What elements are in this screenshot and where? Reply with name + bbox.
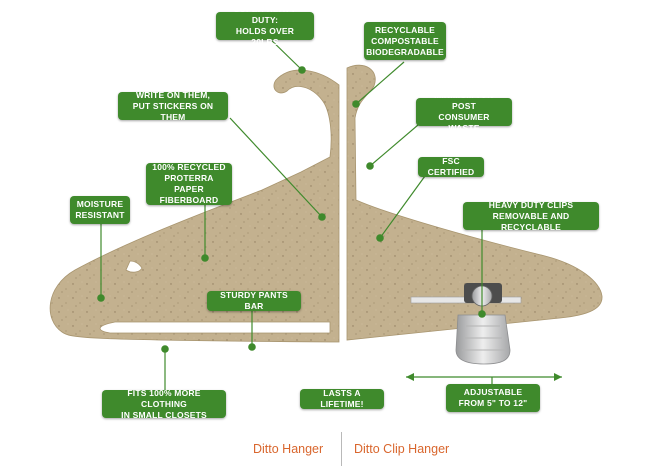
caption-ditto-hanger: Ditto Hanger <box>253 442 324 456</box>
callout-post-consumer-waste: MINIMUM 70% POST CONSUMER WASTE <box>416 90 512 133</box>
callout-text: SUPER HEAVY DUTY: HOLDS OVER 20LBS <box>233 4 297 47</box>
callout-recyclable: RECYCLABLE COMPOSTABLE BIODEGRADABLE <box>364 22 446 60</box>
callout-fsc-certified: FSC CERTIFIED <box>418 156 484 177</box>
callout-super-heavy-duty: SUPER HEAVY DUTY: HOLDS OVER 20LBS <box>216 4 314 47</box>
callout-fits-more-clothing: FITS 100% MORE CLOTHING IN SMALL CLOSETS <box>102 387 226 420</box>
callout-recycled-paper: 100% RECYCLED PROTERRA PAPER FIBERBOARD <box>146 162 232 205</box>
caption-ditto-clip-hanger: Ditto Clip Hanger <box>354 442 450 456</box>
callout-text: MINIMUM 70% POST CONSUMER WASTE <box>434 90 494 133</box>
callout-text: 100% RECYCLED PROTERRA PAPER FIBERBOARD <box>152 162 226 205</box>
metal-clip <box>410 283 522 365</box>
callout-text: ADJUSTABLE FROM 5" TO 12" <box>458 387 528 408</box>
callout-text: STURDY PANTS BAR <box>220 290 288 311</box>
callout-text: MOISTURE RESISTANT <box>75 199 125 220</box>
callout-text: RECYCLABLE COMPOSTABLE BIODEGRADABLE <box>366 24 444 57</box>
callout-sturdy-pants-bar: STURDY PANTS BAR <box>207 290 301 311</box>
callout-moisture-resistant: MOISTURE RESISTANT <box>70 196 130 224</box>
callout-adjustable: ADJUSTABLE FROM 5" TO 12" <box>446 384 540 412</box>
callout-text: FITS 100% MORE CLOTHING IN SMALL CLOSETS <box>121 387 207 420</box>
ditto-hanger-shape <box>49 69 340 343</box>
callout-text: WRITE ON THEM, PUT STICKERS ON THEM <box>132 89 214 122</box>
callout-write-on-them: WRITE ON THEM, PUT STICKERS ON THEM <box>118 89 228 122</box>
ditto-clip-hanger-shape <box>346 64 603 341</box>
callout-text: HEAVY DUTY CLIPS REMOVABLE AND RECYCLABL… <box>488 199 574 232</box>
callout-lasts-a-lifetime: LASTS A LIFETIME! <box>300 388 384 409</box>
callout-heavy-duty-clips: HEAVY DUTY CLIPS REMOVABLE AND RECYCLABL… <box>463 199 599 232</box>
callout-text: FSC CERTIFIED <box>427 156 475 177</box>
callout-text: LASTS A LIFETIME! <box>320 388 364 409</box>
caption-divider <box>341 432 342 466</box>
